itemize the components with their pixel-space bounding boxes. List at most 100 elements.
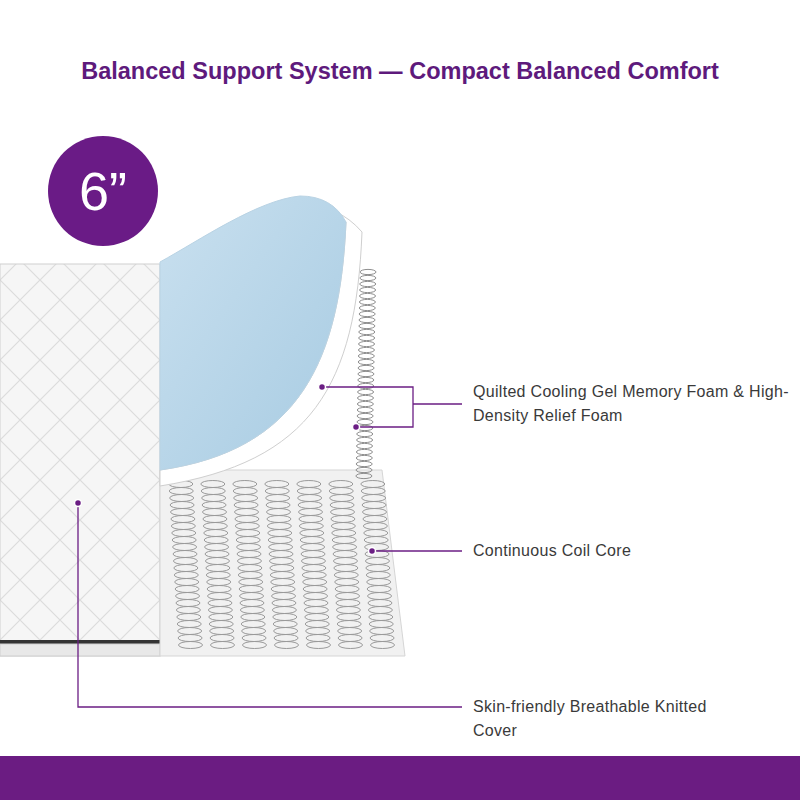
coil-turn [356, 461, 372, 466]
coil-turn [302, 565, 326, 572]
coil-turn [358, 347, 374, 352]
coil-turn [304, 600, 328, 607]
coil-turn [208, 607, 232, 614]
coil-turn [338, 635, 362, 642]
coil-turn [358, 377, 374, 382]
coil-turn [239, 586, 263, 593]
coil-base [160, 470, 405, 656]
coil-turn [335, 579, 359, 586]
coil-turn [274, 635, 298, 642]
coil-turn [358, 389, 374, 394]
coil-turn [364, 530, 388, 537]
coil-turn [267, 523, 291, 530]
footer-bar [0, 756, 800, 800]
leader-dot [75, 500, 82, 507]
coil-turn [363, 523, 387, 530]
coil-turn [172, 530, 196, 537]
coil-turn [178, 635, 202, 642]
leader-dots [75, 384, 376, 555]
coil-turn [297, 488, 321, 495]
coil-turn [338, 628, 362, 635]
coil-turn [305, 614, 329, 621]
coil-turn [269, 558, 293, 565]
coil-turn [173, 544, 197, 551]
coil-turn [359, 341, 375, 346]
coil-turn [176, 607, 200, 614]
coil-turn [175, 579, 199, 586]
cover-border [0, 644, 160, 656]
coil-turn [235, 523, 259, 530]
coil-turn [357, 419, 373, 424]
coil-turn [239, 579, 263, 586]
coil-turn [176, 600, 200, 607]
coil-turn [242, 628, 266, 635]
coil-turn [367, 579, 391, 586]
coil-turn [203, 523, 227, 530]
coil-turn [329, 481, 353, 488]
coil-turn [237, 544, 261, 551]
coil-turn [174, 572, 198, 579]
coil-turn [299, 516, 323, 523]
coil-turn [357, 395, 373, 400]
coil-turn [362, 502, 386, 509]
coil-turn [336, 593, 360, 600]
coil-turn [334, 572, 358, 579]
leader-dot [319, 384, 326, 391]
cover-leader [78, 503, 462, 707]
coil-turn [365, 558, 389, 565]
coil-turn [305, 621, 329, 628]
coil-turn [204, 530, 228, 537]
coil-turn [211, 642, 235, 649]
coil-turn [339, 642, 363, 649]
coil-turn [173, 558, 197, 565]
coil-turn [170, 502, 194, 509]
coil-turn [171, 523, 195, 530]
coil-turn [178, 628, 202, 635]
coil-turn [330, 495, 354, 502]
coil-turn [204, 537, 228, 544]
coil-turn [268, 537, 292, 544]
coil-turn [307, 642, 331, 649]
coil-turn [266, 502, 290, 509]
coil-turn [358, 359, 374, 364]
coil-turn [360, 293, 376, 298]
coil-turn [174, 565, 198, 572]
coil-turn [172, 537, 196, 544]
coil-turn [201, 481, 225, 488]
coil-turn [205, 544, 229, 551]
coil-turn [358, 383, 374, 388]
coil-turn [366, 572, 390, 579]
foam-leader [322, 387, 462, 427]
coil-turn [367, 586, 391, 593]
coil-turn [368, 593, 392, 600]
coil-turn [243, 642, 267, 649]
coil-turn [241, 614, 265, 621]
coil-turn [356, 467, 372, 472]
coil-turn [177, 614, 201, 621]
coil-turn [238, 565, 262, 572]
coil-turn [170, 495, 194, 502]
coil-turn [359, 317, 375, 322]
coil-turn [298, 502, 322, 509]
coil-turn [233, 481, 257, 488]
coil-turn [234, 502, 258, 509]
coil-turn [240, 600, 264, 607]
coil-turn [370, 635, 394, 642]
coil-turn [368, 607, 392, 614]
coil-turn [357, 443, 373, 448]
coil-turn [357, 407, 373, 412]
coil-turn [265, 488, 289, 495]
coil-turn [271, 586, 295, 593]
coil-turn [209, 614, 233, 621]
coil-turn [357, 431, 373, 436]
coil-turn [202, 502, 226, 509]
coil-turn [201, 488, 225, 495]
coil-turn [363, 516, 387, 523]
coil-turn [331, 509, 355, 516]
coil-turn [359, 299, 375, 304]
callout-label: Continuous Coil Core [473, 539, 791, 563]
coil-turn [235, 509, 259, 516]
coil-turn [300, 530, 324, 537]
coil-turn [333, 544, 357, 551]
coil-turn [210, 635, 234, 642]
